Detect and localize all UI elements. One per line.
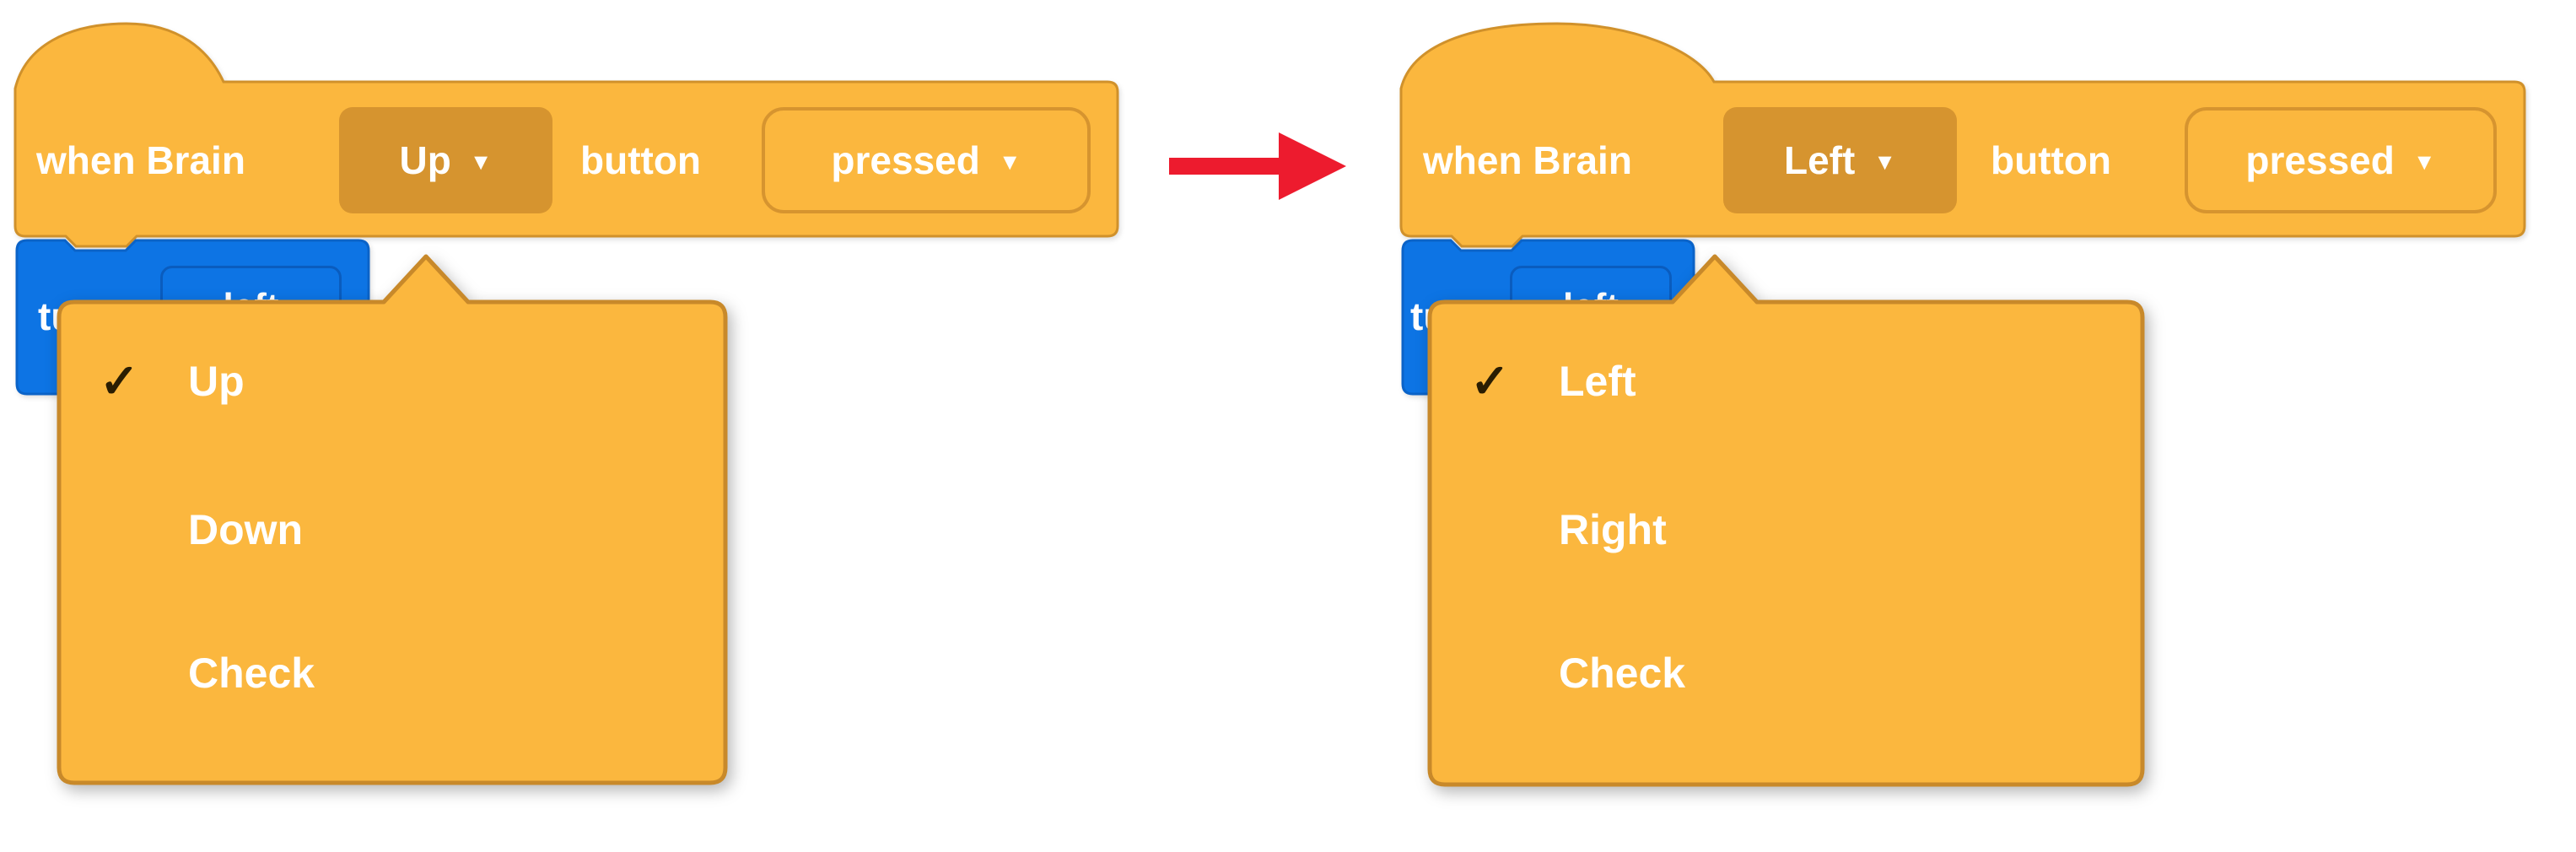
dropdown-arrow-icon: ▼ <box>2412 148 2436 175</box>
left-hat-label-start: when Brain <box>36 138 245 182</box>
right-dropdown-menu-shape <box>1427 254 2145 787</box>
left-menu-item-up[interactable]: ✓ Up <box>59 348 725 415</box>
left-button-name-value: Up <box>399 138 451 182</box>
right-arrow-icon <box>1169 132 1346 200</box>
right-button-name-value: Left <box>1783 138 1856 182</box>
right-menu-item-left[interactable]: ✓ Left <box>1430 348 2142 415</box>
right-button-name-dropdown[interactable]: Left ▼ <box>1723 107 1957 213</box>
left-menu-item-check[interactable]: Check <box>188 650 315 697</box>
right-button-state-dropdown[interactable]: pressed ▼ <box>2185 107 2497 213</box>
left-button-state-dropdown[interactable]: pressed ▼ <box>762 107 1091 213</box>
right-hat-label-start: when Brain <box>1423 138 1632 182</box>
checkmark-icon: ✓ <box>100 354 139 407</box>
left-button-state-value: pressed <box>831 138 980 182</box>
right-menu-item-check[interactable]: Check <box>1559 650 1686 697</box>
right-menu-item-right[interactable]: Right <box>1559 506 1667 553</box>
right-button-state-value: pressed <box>2245 138 2395 182</box>
right-when-brain-hat-block-shape[interactable] <box>1399 22 2526 248</box>
left-button-name-dropdown[interactable]: Up ▼ <box>339 107 552 213</box>
left-menu-item-down[interactable]: Down <box>188 506 304 553</box>
left-hat-label-middle: button <box>580 138 702 182</box>
dropdown-arrow-icon: ▼ <box>998 148 1021 175</box>
left-dropdown-menu-shape <box>57 254 728 785</box>
dropdown-arrow-icon: ▼ <box>1873 148 1897 175</box>
left-when-brain-hat-block-shape[interactable] <box>13 22 1119 248</box>
dropdown-arrow-icon: ▼ <box>469 148 493 175</box>
checkmark-icon: ✓ <box>1470 354 1510 407</box>
right-hat-label-middle: button <box>1991 138 2112 182</box>
